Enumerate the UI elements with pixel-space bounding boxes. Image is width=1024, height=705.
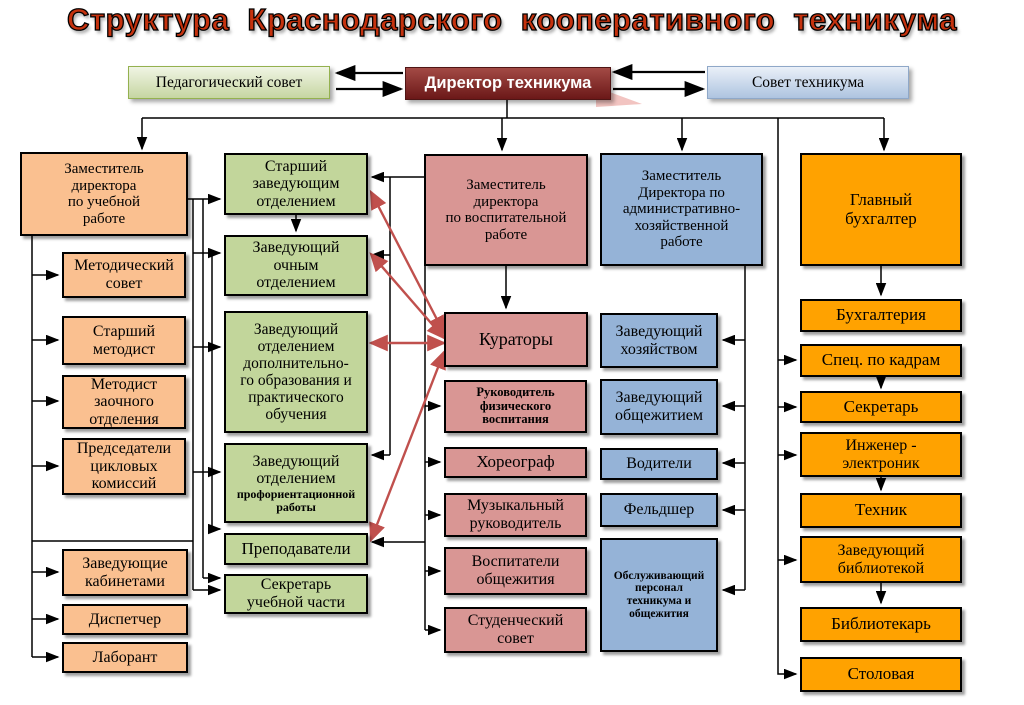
node-pedagogical-council: Педагогический совет bbox=[128, 66, 330, 99]
node-service-staff: Обслуживающий персонал техникума и общеж… bbox=[600, 538, 718, 652]
node-label: Преподаватели bbox=[241, 538, 351, 558]
node-label: Техник bbox=[854, 500, 907, 520]
node-label: Заведующий библиотекой bbox=[837, 541, 925, 577]
node-director: Директор техникума bbox=[405, 67, 611, 100]
node-librarian: Библиотекарь bbox=[800, 607, 962, 642]
node-study-office-secretary: Секретарь учебной части bbox=[224, 574, 368, 614]
node-label: Председатели цикловых комиссий bbox=[76, 440, 172, 493]
node-technikum-council: Совет техникума bbox=[707, 66, 909, 99]
node-teachers: Преподаватели bbox=[224, 533, 368, 565]
node-label: Заведующий хозяйством bbox=[615, 322, 703, 358]
node-cycle-commission-chairs: Председатели цикловых комиссий bbox=[62, 438, 186, 495]
node-label: Директор техникума bbox=[424, 74, 592, 92]
node-label: Заведующие кабинетами bbox=[82, 554, 168, 590]
node-label: Бухгалтерия bbox=[836, 305, 926, 325]
node-label: Совет техникума bbox=[751, 73, 865, 91]
node-career-guidance-department-head: Заведующий отделением профориентационной… bbox=[224, 443, 368, 523]
node-student-council: Студенческий совет bbox=[444, 607, 587, 653]
node-label: Библиотекарь bbox=[831, 614, 931, 634]
node-paramedic: Фельдшер bbox=[600, 493, 718, 527]
node-deputy-administrative: Заместитель Директора по административно… bbox=[600, 153, 763, 266]
node-label: Заместитель Директора по административно… bbox=[622, 168, 741, 251]
node-label: Спец. по кадрам bbox=[821, 350, 941, 370]
node-dispatcher: Диспетчер bbox=[62, 604, 188, 635]
node-label: Диспетчер bbox=[88, 610, 162, 628]
node-extra-education-department-head: Заведующий отделением дополнительно- го … bbox=[224, 311, 368, 433]
node-label: Хореограф bbox=[476, 452, 555, 472]
node-label: Обслуживающий персонал техникума и общеж… bbox=[613, 569, 705, 620]
node-label: Музыкальный руководитель bbox=[467, 497, 564, 532]
page-title: Структура Краснодарского кооперативного … bbox=[66, 1, 957, 37]
node-library-head: Заведующий библиотекой bbox=[800, 536, 962, 583]
node-label: Руководитель физического воспитания bbox=[476, 384, 555, 427]
node-curators: Кураторы bbox=[444, 312, 588, 367]
node-senior-methodist: Старший методист bbox=[62, 316, 186, 365]
node-label: Заведующий отделением bbox=[252, 452, 340, 488]
node-sublabel: профориентационной работы bbox=[236, 487, 356, 514]
node-label: Старший методист bbox=[92, 322, 156, 358]
node-label: Столовая bbox=[847, 664, 915, 684]
node-label: Главный бухгалтер bbox=[845, 189, 917, 228]
node-label: Заведующий общежитием bbox=[615, 389, 703, 424]
node-deputy-educational: Заместитель директора по воспитательной … bbox=[424, 154, 588, 266]
node-deputy-academic: Заместитель директора по учебной работе bbox=[20, 152, 188, 236]
node-dorm-tutors: Воспитатели общежития bbox=[444, 547, 587, 595]
node-hr-specialist: Спец. по кадрам bbox=[800, 344, 962, 377]
node-chief-accountant: Главный бухгалтер bbox=[800, 153, 962, 266]
node-label: Лаборант bbox=[92, 648, 158, 666]
node-label: Секретарь учебной части bbox=[246, 576, 346, 611]
node-label: Методист заочного отделения bbox=[89, 375, 159, 428]
node-label: Методический совет bbox=[74, 257, 174, 292]
node-label: Кураторы bbox=[479, 328, 553, 349]
node-label: Заведующий очным отделением bbox=[252, 239, 340, 292]
node-label: Воспитатели общежития bbox=[471, 553, 560, 588]
node-physical-education-head: Руководитель физического воспитания bbox=[444, 380, 587, 433]
node-fulltime-department-head: Заведующий очным отделением bbox=[224, 235, 368, 296]
node-electronics-engineer: Инженер - электроник bbox=[800, 432, 962, 477]
node-label: Заведующий отделением дополнительно- го … bbox=[240, 320, 352, 424]
node-dormitory-manager: Заведующий общежитием bbox=[600, 379, 718, 435]
node-methodical-council: Методический совет bbox=[62, 252, 186, 298]
node-label: Секретарь bbox=[843, 396, 919, 416]
node-senior-department-head: Старший заведующим отделением bbox=[224, 153, 368, 215]
node-label: Студенческий совет bbox=[467, 612, 564, 647]
node-label: Педагогический совет bbox=[155, 73, 303, 91]
node-label: Старший заведующим отделением bbox=[252, 157, 340, 210]
node-drivers: Водители bbox=[600, 448, 718, 480]
node-technician: Техник bbox=[800, 493, 962, 528]
node-label: Инженер - электроник bbox=[842, 436, 920, 472]
node-label: Заместитель директора по воспитательной … bbox=[445, 177, 567, 243]
node-label: Фельдшер bbox=[623, 501, 695, 519]
node-household-manager: Заведующий хозяйством bbox=[600, 313, 718, 368]
node-label: Водители bbox=[626, 455, 692, 473]
node-lab-assistant: Лаборант bbox=[62, 642, 188, 673]
node-accounting-office: Бухгалтерия bbox=[800, 299, 962, 332]
node-choreographer: Хореограф bbox=[444, 447, 587, 478]
node-cabinet-heads: Заведующие кабинетами bbox=[62, 549, 188, 596]
node-secretary: Секретарь bbox=[800, 391, 962, 423]
node-label: Заместитель директора по учебной работе bbox=[64, 161, 144, 227]
node-canteen: Столовая bbox=[800, 657, 962, 692]
node-correspondence-methodist: Методист заочного отделения bbox=[62, 375, 186, 429]
node-music-director: Музыкальный руководитель bbox=[444, 493, 587, 537]
